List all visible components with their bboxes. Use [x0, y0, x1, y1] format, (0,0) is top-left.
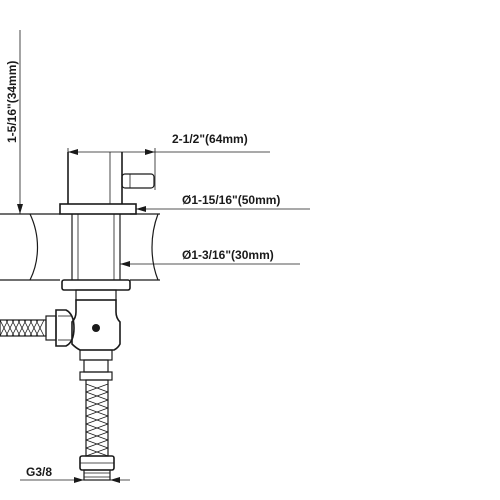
- shank-diameter-label: Ø1-3/16"(30mm): [182, 248, 274, 262]
- shank-diameter-dimension: Ø1-3/16"(30mm): [120, 248, 300, 267]
- faucet-body: [59, 152, 155, 215]
- valve-body: [71, 299, 121, 373]
- base-diameter-label: Ø1-15/16"(50mm): [182, 193, 280, 207]
- thread-dimension: G3/8: [20, 465, 130, 483]
- left-inlet-hose: [0, 309, 75, 347]
- thread-label: G3/8: [26, 465, 52, 479]
- handle-length-dimension: 2-1/2"(64mm): [67, 132, 270, 200]
- base-diameter-dimension: Ø1-15/16"(50mm): [136, 193, 310, 212]
- mounting-nut: [61, 279, 131, 301]
- handle-length-label: 2-1/2"(64mm): [172, 132, 248, 146]
- bottom-hose: [79, 371, 115, 481]
- shank: [71, 214, 121, 280]
- valve-stem-dot: [92, 324, 100, 332]
- countertop-section: [0, 213, 160, 281]
- height-dimension: 1-5/16"(34mm): [5, 30, 68, 215]
- height-dimension-label: 1-5/16"(34mm): [5, 61, 19, 143]
